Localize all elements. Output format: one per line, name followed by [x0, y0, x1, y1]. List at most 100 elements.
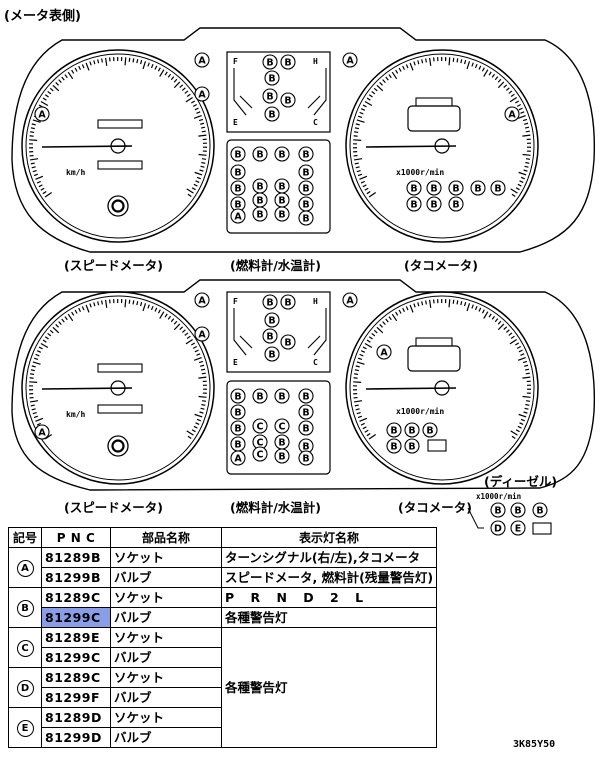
gauge-tick [520, 176, 525, 180]
gauge-tick [448, 57, 451, 66]
gauge-tick [105, 57, 108, 66]
table-row[interactable]: B 81289C ソケット P R N D 2 L [8, 587, 438, 628]
pnc-cell[interactable]: 81289C [41, 667, 111, 688]
gauge-tick [515, 187, 520, 191]
table-row[interactable]: A 81289B ソケット ターンシグナル(右/左),タコメータ [8, 547, 438, 588]
bulb-marker-b: B [404, 422, 420, 438]
gauge-tick [200, 364, 205, 367]
pnc-cell[interactable]: 81299B [41, 567, 111, 588]
pnc-cell[interactable]: 81289C [41, 587, 111, 608]
gauge-tick [194, 171, 203, 176]
bulb-marker-b: B [422, 422, 438, 438]
pnc-cell[interactable]: 81299D [41, 727, 111, 748]
gauge-tick [93, 60, 96, 65]
marker-letter: B [278, 438, 285, 449]
gauge-tick [97, 301, 100, 306]
gauge-tick [49, 87, 54, 92]
marker-letter: B [266, 298, 273, 309]
gauge-tick [194, 413, 203, 418]
gauge-tick [364, 429, 369, 433]
marker-circle [406, 180, 422, 196]
table-row[interactable]: C 81289E ソケット 各種警告灯 [8, 627, 438, 748]
gauge-tick [35, 175, 44, 180]
gauge-tick [409, 304, 414, 313]
gauge-tick [47, 332, 52, 337]
gauge-tick [132, 300, 135, 305]
diesel-label: (ディーゼル) [484, 474, 557, 489]
marker-letter: B [284, 298, 291, 309]
marker-letter: A [198, 296, 206, 307]
gauge-tick [483, 69, 489, 77]
marker-letter: B [234, 184, 241, 195]
marker-circle [230, 388, 246, 404]
table-row[interactable]: 81299B バルブ スピードメータ, 燃料計(残量警告灯) [9, 567, 438, 588]
odometer-window-bot-2 [97, 404, 143, 414]
marker-circle [404, 422, 420, 438]
part-name-cell: ソケット [110, 667, 222, 688]
table-row[interactable]: 81299C バルブ 各種警告灯 [9, 607, 438, 628]
gauge-tick [517, 356, 526, 361]
gauge-tick [471, 62, 474, 67]
symbol-cell: B [8, 587, 42, 628]
marker-circle [298, 388, 314, 404]
gauge-tick [194, 107, 199, 111]
marker-letter: B [256, 196, 263, 207]
pnc-cell[interactable]: 81299C [41, 647, 111, 668]
gauge-tick [31, 408, 36, 411]
table-row[interactable]: 81299D バルブ [9, 727, 437, 748]
marker-letter: B [302, 184, 309, 195]
gauge-tick [61, 318, 65, 323]
gauge-tick [33, 415, 39, 419]
bulb-marker-b: B [230, 388, 246, 404]
marker-letter: A [198, 56, 206, 67]
gauge-tick [194, 349, 199, 353]
table-row[interactable]: 81299F バルブ [9, 687, 437, 708]
gauge-tick [503, 326, 508, 331]
gauge-tick [38, 184, 43, 188]
marker-letter: B [278, 150, 285, 161]
pnc-cell-selected[interactable]: 81299C [41, 607, 111, 628]
bulb-marker-b: B [406, 180, 422, 196]
indicator-cell: ターンシグナル(右/左),タコメータ [220, 547, 438, 568]
pnc-cell[interactable]: 81289B [41, 547, 111, 568]
bulb-marker-a: A [376, 344, 392, 360]
part-name-cell: バルブ [110, 727, 222, 748]
pnc-cell[interactable]: 81289D [41, 707, 111, 728]
bulb-marker-b: B [252, 388, 268, 404]
pnc-cell[interactable]: 81289E [41, 627, 111, 648]
marker-letter: B [278, 182, 285, 193]
symbol-cell: D [8, 667, 42, 708]
gauge-tick [201, 400, 207, 402]
temp-cold-mark: C [313, 358, 318, 367]
gauge-tick [362, 426, 367, 430]
tacho-label-bottom [415, 337, 453, 347]
marker-circle [262, 88, 278, 104]
bulb-marker-c: C [252, 418, 268, 434]
gauge-tick [58, 321, 62, 326]
gauge-tick [382, 79, 386, 84]
gauge-tick [154, 65, 158, 70]
table-row[interactable]: E 81289D ソケット [8, 707, 437, 748]
gauge-tick [193, 183, 198, 187]
parts-table: 記号 P N C 部品名称 表示灯名称 A 81289B ソケット ターンシグナ… [8, 527, 438, 748]
gauge-tick [67, 313, 74, 322]
gauge-tick [524, 126, 530, 129]
gauge-tick [354, 404, 359, 407]
gauge-tick [181, 87, 186, 91]
gauge-tick [466, 61, 471, 70]
marker-circle [264, 346, 280, 362]
gauge-tick [184, 90, 189, 94]
pnc-cell[interactable]: 81299F [41, 687, 111, 708]
gauge-tick [456, 300, 459, 305]
symbol-cell: C [8, 627, 42, 668]
gauge-tick [519, 422, 524, 426]
gauge-tick [200, 407, 205, 410]
gauge-tick [508, 332, 513, 336]
gauge-tick [523, 411, 528, 414]
gauge-tick [30, 127, 35, 130]
marker-letter: A [38, 110, 46, 121]
marker-letter: B [514, 506, 521, 517]
marker-circle [510, 502, 526, 518]
marker-circle [280, 334, 296, 350]
gauge-tick [356, 119, 365, 123]
